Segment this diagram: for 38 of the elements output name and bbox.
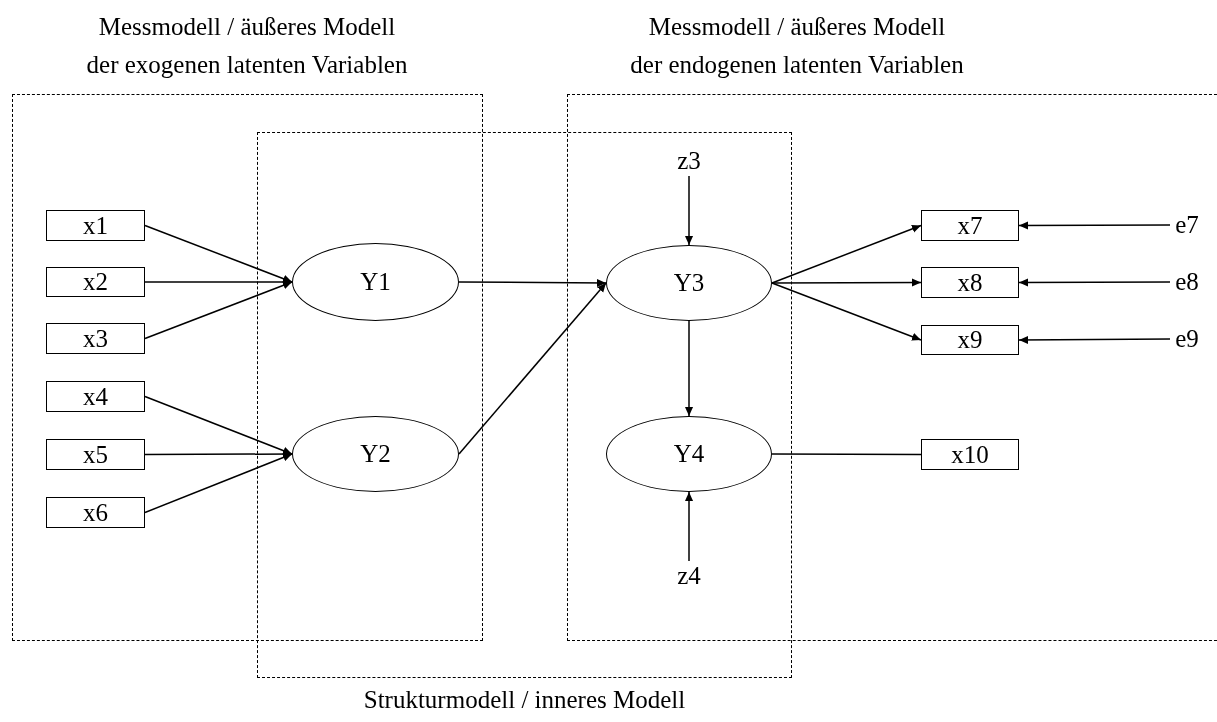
region-heading: Strukturmodell / inneres Modell <box>362 685 687 715</box>
indicator-variable: x4 <box>46 381 145 412</box>
indicator-variable: x7 <box>921 210 1019 241</box>
indicator-variable: x3 <box>46 323 145 354</box>
latent-variable-ellipse: Y3 <box>606 245 772 321</box>
arrow <box>144 453 293 514</box>
error-term-label: e9 <box>1170 324 1204 354</box>
region-heading: Messmodell / äußeres Modell der exogenen latenten Variablen <box>85 12 409 80</box>
latent-variable-ellipse: Y1 <box>292 243 459 321</box>
indicator-variable: x8 <box>921 267 1019 298</box>
indicator-variable: x2 <box>46 267 145 297</box>
arrow <box>771 278 922 287</box>
arrow <box>458 278 607 287</box>
arrow <box>144 224 293 283</box>
arrow <box>1018 278 1171 287</box>
arrow <box>1018 335 1171 344</box>
error-term-label: z3 <box>672 146 706 176</box>
error-term-label: e8 <box>1170 267 1204 297</box>
error-term-label: e7 <box>1170 210 1204 240</box>
arrow <box>144 281 293 340</box>
arrow <box>144 395 293 455</box>
indicator-variable: x6 <box>46 497 145 528</box>
arrow <box>684 320 694 417</box>
arrow <box>684 491 694 562</box>
latent-variable-ellipse: Y2 <box>292 416 459 492</box>
arrow <box>458 282 607 455</box>
indicator-variable: x5 <box>46 439 145 470</box>
arrow <box>771 282 922 341</box>
latent-variable-ellipse: Y4 <box>606 416 772 492</box>
arrow <box>1018 221 1171 230</box>
arrow <box>771 224 922 284</box>
indicator-variable: x1 <box>46 210 145 241</box>
connector-line <box>771 453 922 456</box>
arrow <box>684 175 694 246</box>
indicator-variable: x10 <box>921 439 1019 470</box>
error-term-label: z4 <box>672 561 706 591</box>
indicator-variable: x9 <box>921 325 1019 355</box>
region-heading: Messmodell / äußeres Modell der endogenen latenten Variablen <box>629 12 965 80</box>
